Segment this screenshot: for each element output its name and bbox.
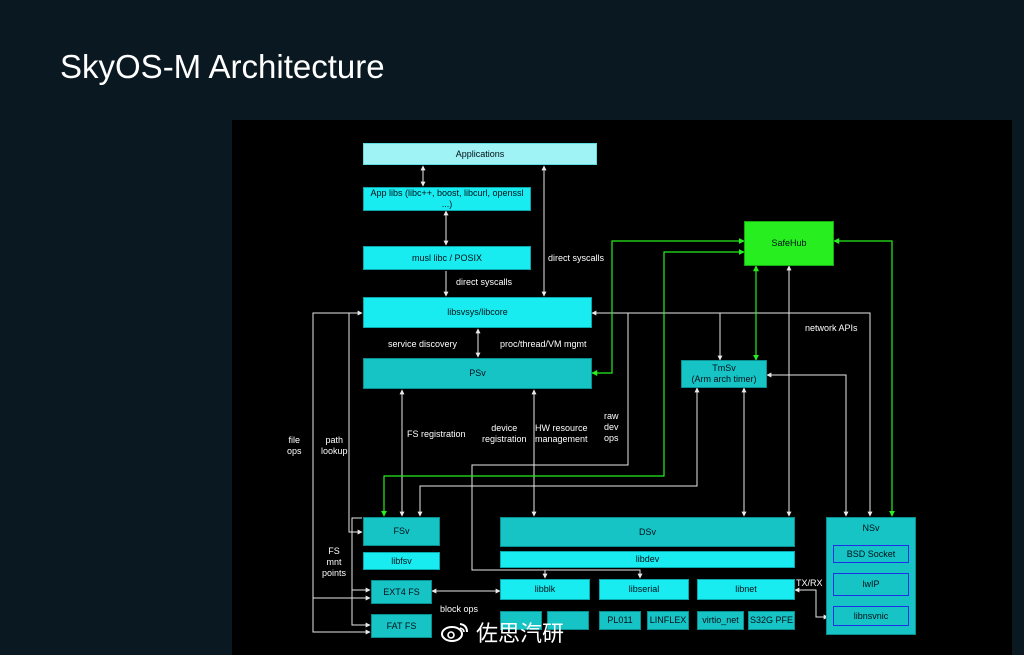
driver-box-1	[500, 611, 542, 630]
block-ops-label: block ops	[440, 604, 479, 614]
libnsvnic-box: libnsvnic	[833, 606, 909, 626]
tx-rx-label: TX/RX	[796, 578, 823, 588]
libblk-box: libblk	[500, 579, 590, 600]
driver-box-2	[547, 611, 589, 630]
architecture-diagram: Applications App libs (libc++, boost, li…	[232, 120, 1012, 655]
connector-lines	[312, 165, 895, 635]
libdev-box: libdev	[500, 551, 795, 568]
app-libs-box: App libs (libc++, boost, libcurl, openss…	[363, 187, 531, 211]
slide-title: SkyOS-M Architecture	[60, 48, 385, 85]
s32g-pfe-box: S32G PFE	[748, 611, 795, 630]
tmsv-box: TmSv (Arm arch timer)	[681, 360, 767, 388]
network-apis-label: network APIs	[805, 323, 858, 333]
fs-mnt-points-label: FS mnt points	[322, 546, 347, 578]
fs-registration-label: FS registration	[407, 429, 466, 439]
direct-syscalls-label-2: direct syscalls	[548, 253, 605, 263]
libfsv-box: libfsv	[363, 552, 440, 570]
watermark-text: 佐思汽研	[476, 622, 565, 647]
ext4-fs-box: EXT4 FS	[371, 580, 432, 604]
libnet-box: libnet	[697, 579, 795, 600]
hw-resource-label: HW resource management	[535, 423, 588, 444]
musl-libc-box: musl libc / POSIX	[363, 246, 531, 270]
watermark: 佐思汽研	[440, 616, 564, 648]
path-lookup-label: path lookup	[321, 435, 348, 456]
raw-dev-ops-label: raw dev ops	[604, 411, 619, 443]
device-registration-label: device registration	[482, 423, 527, 444]
virtio-net-box: virtio_net	[697, 611, 744, 630]
fsv-box: FSv	[363, 517, 440, 546]
applications-box: Applications	[363, 143, 597, 165]
libsvsys-box: libsvsys/libcore	[363, 297, 592, 328]
linflex-box: LINFLEX	[647, 611, 689, 630]
pl011-box: PL011	[599, 611, 641, 630]
safehub-box: SafeHub	[744, 221, 834, 266]
tmsv-subtitle: (Arm arch timer)	[691, 374, 757, 384]
direct-syscalls-label: direct syscalls	[456, 277, 513, 287]
fat-fs-box: FAT FS	[371, 614, 432, 638]
tmsv-title: TmSv	[712, 363, 736, 373]
weibo-icon	[441, 623, 468, 642]
file-ops-label: file ops	[287, 435, 302, 456]
service-discovery-label: service discovery	[388, 339, 458, 349]
dsv-box: DSv	[500, 517, 795, 547]
proc-mgmt-label: proc/thread/VM mgmt	[500, 339, 587, 349]
lwip-box: lwIP	[833, 573, 909, 596]
bsd-socket-box: BSD Socket	[833, 545, 909, 563]
psv-box: PSv	[363, 358, 592, 389]
libserial-box: libserial	[599, 579, 689, 600]
